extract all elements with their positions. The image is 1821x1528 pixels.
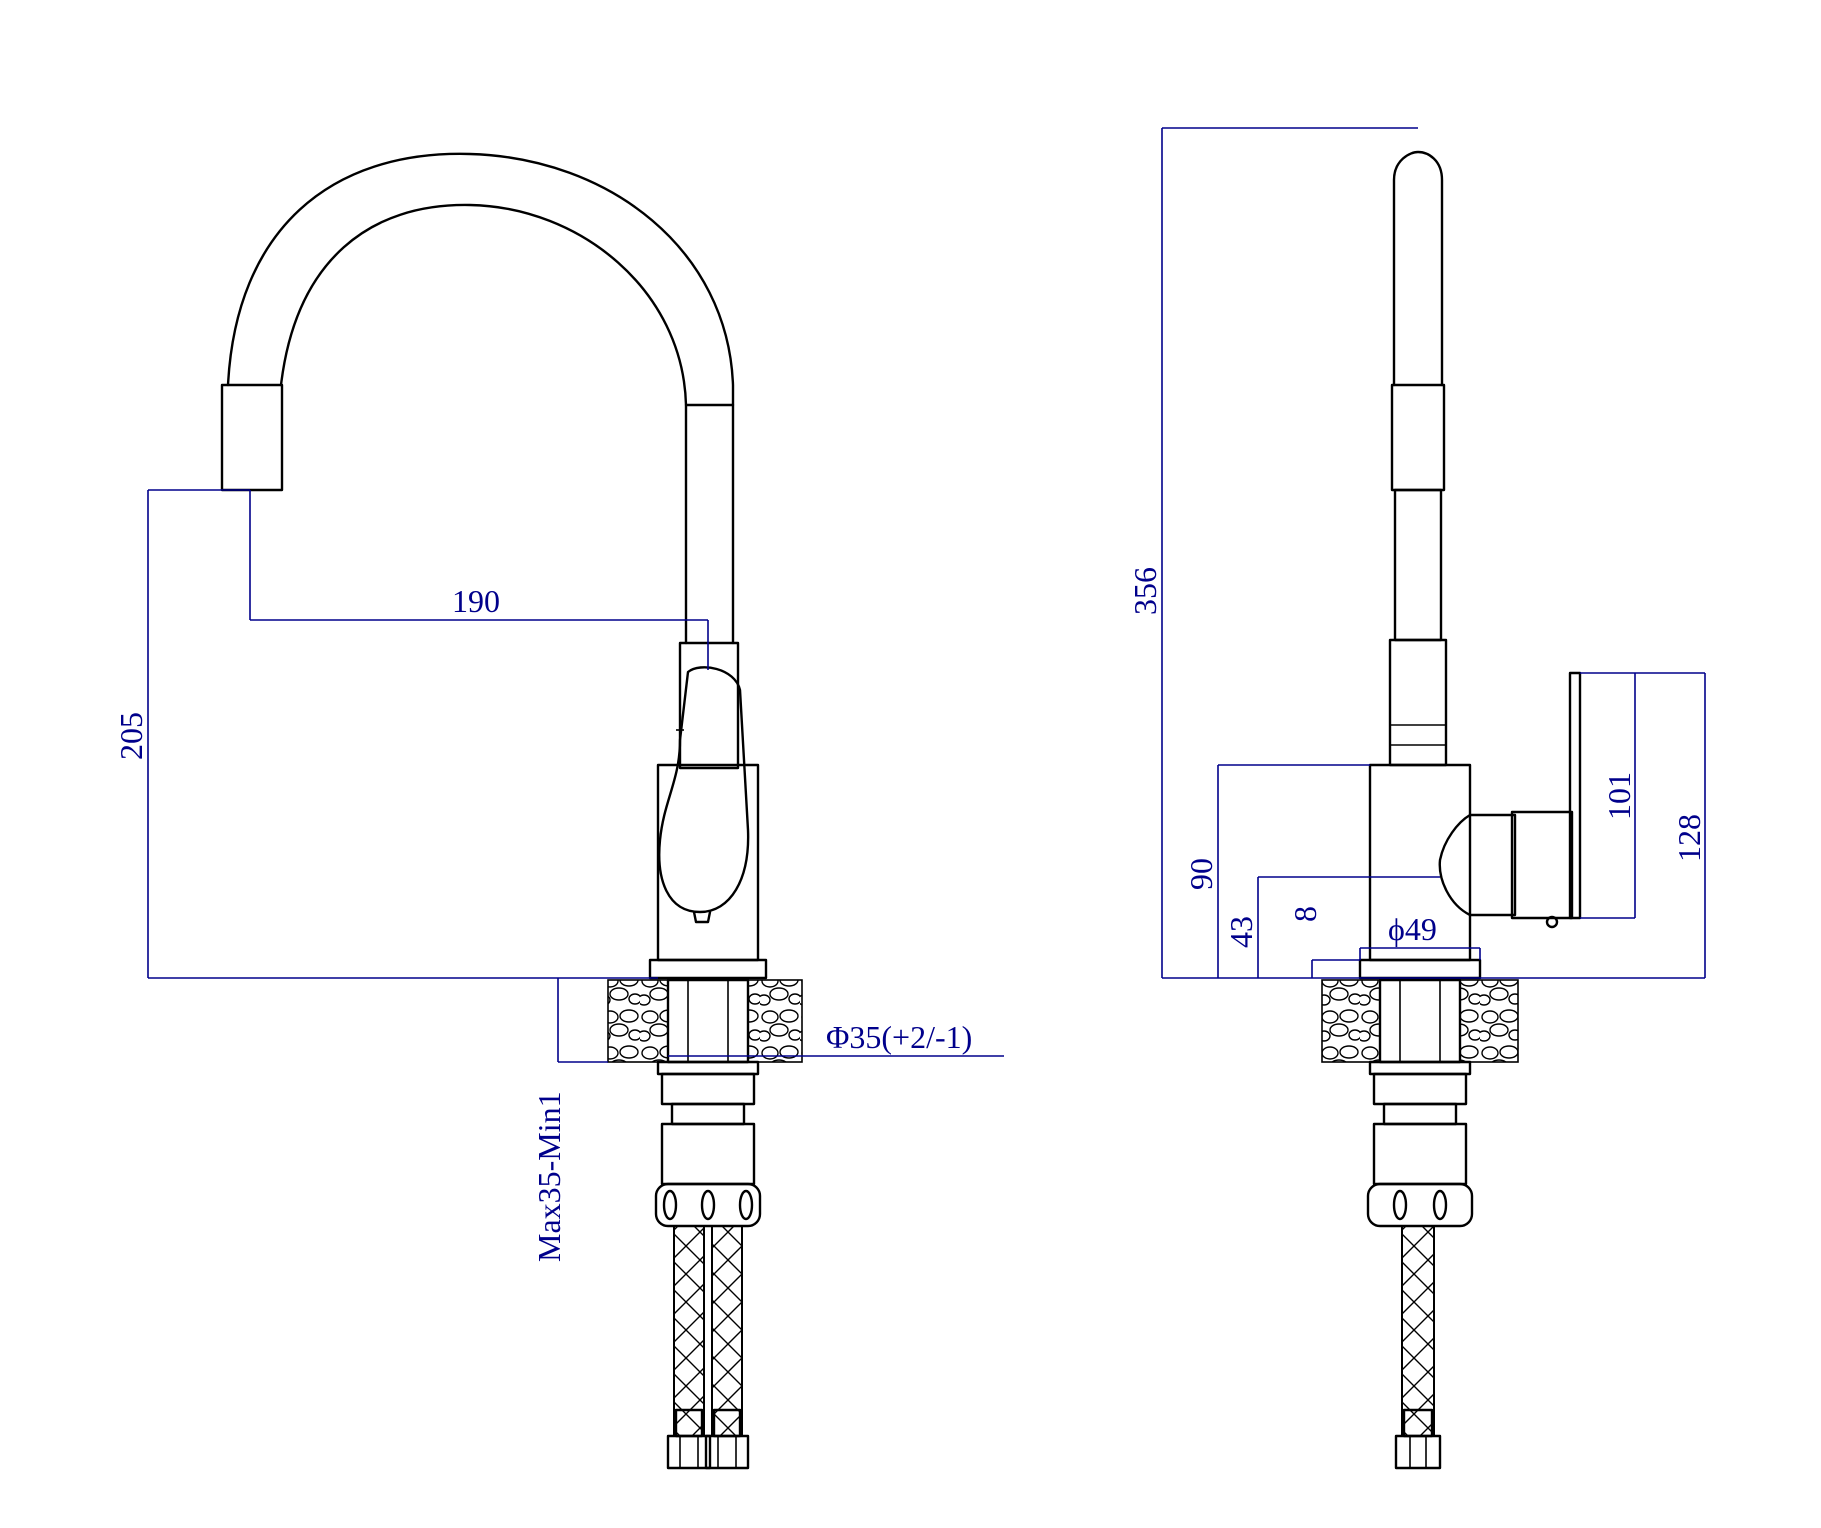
handle-cartridge-side [1438,813,1517,917]
mounting-washer-side [1368,1060,1472,1076]
handle-arm-side [1510,810,1574,920]
braided-hose-left [673,1225,705,1437]
aerator [220,383,284,492]
crimp-side-slot-2 [1432,1189,1448,1221]
dim-handle-total-label: 128 [1671,814,1707,862]
dim-base-ring: 8 [1287,906,1360,978]
shank-tube-side [1382,1102,1458,1126]
spout-neck [678,641,740,770]
dim-total-height: 356 [1127,127,1705,979]
mounting-shank [666,978,750,1064]
hose-crimp [654,1182,762,1228]
side-view: 356 90 43 8 ϕ49 [1127,127,1707,1470]
base-ring-side [1358,958,1482,980]
dim-hole-diameter: Φ35(+2/-1) [668,1019,1004,1057]
hose-nut-right [704,1434,750,1470]
spout-inner-arc [279,203,688,645]
hose-nut-side [1394,1434,1442,1470]
crimp-slot-1 [662,1189,678,1221]
mounting-nut [660,1072,756,1106]
front-view: 190 205 Max35-Min1 Φ35(+2/-1) [113,152,1004,1470]
mounting-shank-side [1378,978,1462,1064]
dim-spout-height: 205 [113,489,658,979]
handle-lever [658,666,750,914]
dim-body-height: 90 [1183,764,1370,978]
handle-screw-side [1545,915,1559,929]
dim-total-height-label: 356 [1127,567,1163,615]
hose-collar-side [1372,1122,1468,1186]
braided-hose-right [711,1225,743,1437]
dim-base-ring-label: 8 [1287,906,1323,922]
braided-hose-side [1401,1225,1435,1437]
dim-handle-length: 101 [1580,672,1637,919]
dim-handle-length-label: 101 [1601,772,1637,820]
crimp-slot-3 [738,1189,754,1221]
spout-side [1392,150,1444,387]
dim-handle-axis: 43 [1223,876,1440,978]
spout-side-tube [1393,488,1443,642]
faucet-body [656,763,760,962]
base-flange [648,958,768,980]
dim-handle-axis-label: 43 [1223,916,1259,948]
crimp-side-slot-1 [1392,1189,1408,1221]
shank-tube [670,1102,746,1126]
mounting-nut-side [1372,1072,1468,1106]
dim-deck-thickness: Max35-Min1 [531,978,608,1262]
dim-hole-diameter-label: Φ35(+2/-1) [826,1019,972,1055]
dim-body-height-label: 90 [1183,858,1219,890]
dim-deck-thickness-label: Max35-Min1 [531,1091,567,1262]
mounting-washer [656,1060,760,1076]
countertop-side-right [1459,979,1519,1063]
countertop-right [747,979,803,1063]
handle-plate-side [1568,671,1582,920]
hose-collar [660,1122,756,1186]
spout-side-collar [1390,383,1446,492]
dim-base-diameter-label: ϕ49 [1388,911,1437,947]
spout-side-neck [1388,638,1448,767]
hose-nut-left [666,1434,712,1470]
dim-spout-reach: 190 [249,490,709,670]
countertop-left [607,979,669,1063]
dim-handle-total: 128 [1635,672,1707,978]
dim-spout-reach-label: 190 [452,583,500,619]
countertop-side-left [1321,979,1381,1063]
dim-base-diameter: ϕ49 [1359,911,1481,960]
crimp-slot-2 [700,1189,716,1221]
handle-tip [692,910,712,924]
dim-spout-height-label: 205 [113,712,149,760]
spout-outer-arc [226,152,735,645]
hose-crimp-side [1366,1182,1474,1228]
